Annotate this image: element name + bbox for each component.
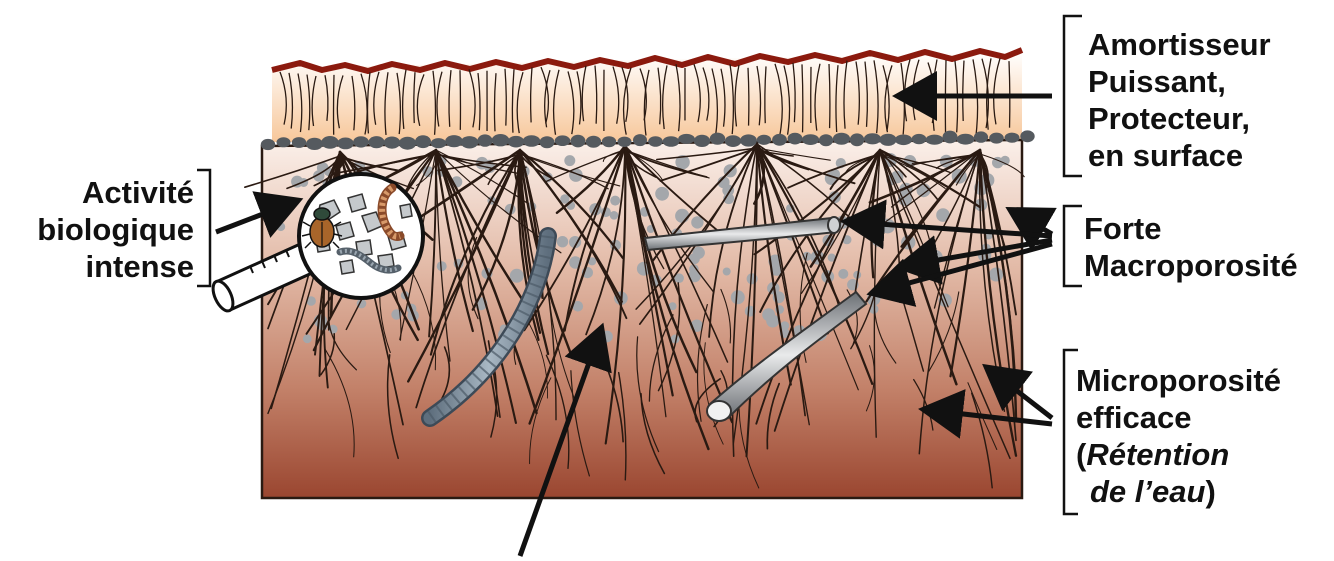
pebble bbox=[523, 135, 540, 147]
label-amortisseur-line-4: en surface bbox=[1088, 137, 1271, 174]
pebble bbox=[864, 133, 881, 144]
bracket-amortisseur bbox=[1064, 16, 1082, 176]
pebble bbox=[833, 133, 850, 145]
label-micro-open-paren: ( bbox=[1076, 437, 1086, 472]
pore bbox=[731, 290, 745, 304]
label-amortisseur: Amortisseur Puissant, Protecteur, en sur… bbox=[1088, 26, 1271, 174]
label-amortisseur-line-3: Protecteur, bbox=[1088, 100, 1271, 137]
pebble bbox=[261, 139, 275, 150]
label-microporosite: Microporosité efficace (Rétention de l’e… bbox=[1076, 362, 1281, 510]
label-micro-line-4: de l’eau) bbox=[1076, 473, 1281, 510]
pebble bbox=[431, 138, 446, 148]
pebble bbox=[802, 134, 819, 145]
pebble bbox=[508, 136, 525, 148]
pebble bbox=[850, 133, 864, 146]
pore bbox=[510, 269, 524, 283]
pore bbox=[989, 268, 1003, 282]
pebble bbox=[740, 134, 757, 146]
pebble bbox=[710, 133, 725, 145]
label-micro-retention: Rétention bbox=[1086, 437, 1229, 472]
pebble bbox=[555, 135, 571, 146]
pebble bbox=[678, 134, 695, 144]
label-micro-line-2: efficace bbox=[1076, 399, 1281, 436]
label-micro-de-leau: de l’eau bbox=[1090, 474, 1205, 509]
pebble bbox=[292, 137, 306, 148]
pebble bbox=[461, 136, 479, 148]
pore bbox=[689, 253, 700, 264]
pebble bbox=[694, 135, 710, 147]
bracket-forte bbox=[1064, 206, 1082, 286]
pebble bbox=[957, 134, 975, 145]
label-amortisseur-line-2: Puissant, bbox=[1088, 63, 1271, 100]
pore bbox=[766, 315, 779, 328]
pore bbox=[610, 211, 619, 220]
pebble bbox=[368, 136, 384, 148]
pebble bbox=[879, 134, 896, 146]
label-forte-macroporosite: Forte Macroporosité bbox=[1084, 210, 1298, 284]
pebble bbox=[602, 136, 616, 147]
pebble bbox=[974, 131, 988, 142]
label-forte-line-1: Forte bbox=[1084, 210, 1298, 247]
pebble bbox=[478, 134, 493, 146]
pore bbox=[610, 196, 620, 206]
pebble bbox=[1005, 133, 1020, 143]
pebble bbox=[618, 137, 632, 147]
label-activite-line-2: biologique bbox=[37, 211, 194, 248]
pebble bbox=[445, 135, 463, 147]
pebble bbox=[989, 133, 1004, 144]
pebble bbox=[540, 136, 555, 148]
pebble bbox=[648, 136, 663, 147]
pore bbox=[564, 155, 575, 166]
pebble bbox=[926, 135, 944, 145]
pebble bbox=[306, 138, 323, 150]
pebble bbox=[321, 136, 338, 149]
pebble bbox=[633, 134, 647, 146]
label-micro-close-paren: ) bbox=[1205, 474, 1215, 509]
pebble bbox=[492, 134, 510, 146]
pebble bbox=[772, 134, 787, 146]
pebble bbox=[415, 135, 431, 148]
pore bbox=[838, 269, 848, 279]
pore bbox=[655, 187, 669, 201]
pebble bbox=[277, 137, 291, 147]
pebble bbox=[663, 136, 680, 147]
pebble bbox=[895, 135, 912, 146]
pebble bbox=[399, 137, 416, 150]
pebble bbox=[1020, 130, 1034, 142]
label-activite-line-3: intense bbox=[37, 248, 194, 285]
pore bbox=[276, 222, 285, 231]
pebble bbox=[353, 136, 369, 147]
pebble bbox=[725, 135, 741, 147]
pebble bbox=[571, 135, 586, 148]
label-micro-line-3: (Rétention bbox=[1076, 436, 1281, 473]
pore bbox=[675, 209, 689, 223]
pore bbox=[723, 268, 731, 276]
pebble bbox=[337, 138, 354, 150]
pebble bbox=[586, 136, 601, 148]
pore bbox=[601, 331, 613, 343]
pebble bbox=[943, 131, 958, 144]
pore bbox=[303, 334, 312, 343]
label-amortisseur-line-1: Amortisseur bbox=[1088, 26, 1271, 63]
pebble bbox=[912, 134, 927, 144]
label-forte-line-2: Macroporosité bbox=[1084, 247, 1298, 284]
pebble bbox=[788, 133, 803, 145]
pebble bbox=[757, 135, 771, 145]
pebble bbox=[384, 137, 401, 149]
bracket-activite bbox=[197, 170, 210, 286]
pebble bbox=[819, 134, 833, 146]
label-activite-line-1: Activité bbox=[37, 174, 194, 211]
label-activite-biologique: Activité biologique intense bbox=[37, 174, 194, 285]
label-micro-line-1: Microporosité bbox=[1076, 362, 1281, 399]
pore bbox=[557, 236, 568, 247]
